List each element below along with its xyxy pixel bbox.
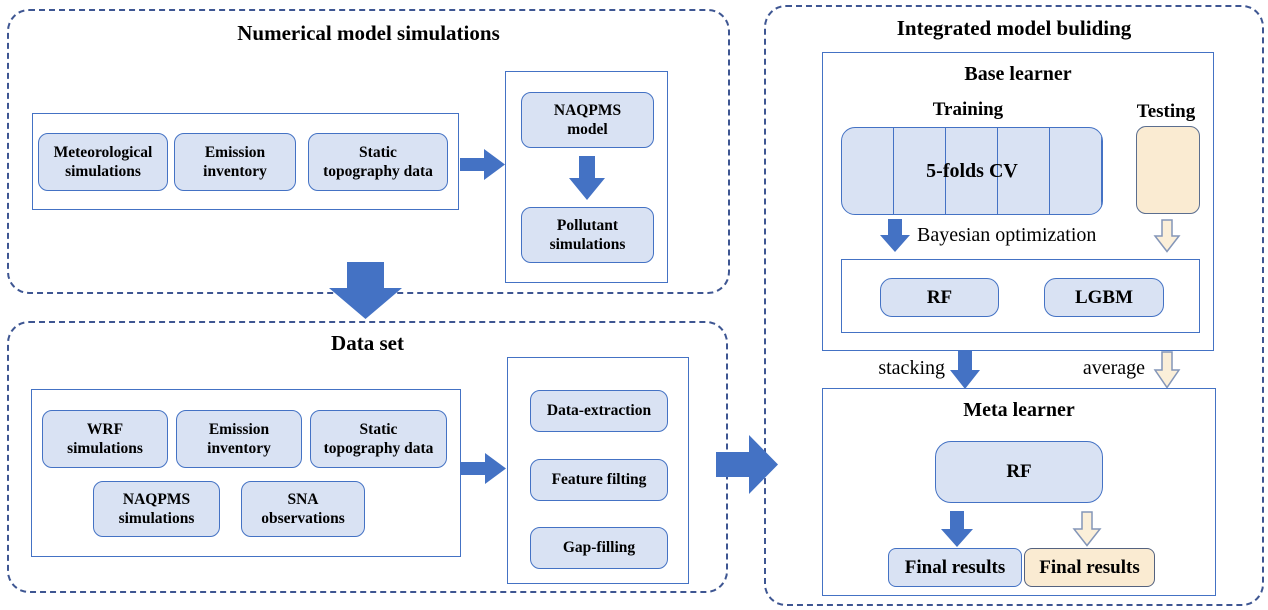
node-rf-meta: RF [935,441,1103,503]
node-naqpms-model: NAQPMS model [521,92,654,148]
cv-fold-cell [842,128,894,214]
numerical-inputs-box: Meteorological simulations Emission inve… [32,113,459,210]
stacking-label: stacking [878,356,945,379]
training-label: Training [932,99,1004,120]
five-folds-cv-label: 5-folds CV [926,159,1018,182]
arrow-right-icon [460,149,505,180]
node-feature-filting: Feature filting [530,459,668,501]
section-numerical-model-simulations: Numerical model simulations Meteorologic… [7,9,730,294]
node-sna-observations: SNA observations [241,481,365,537]
node-lgbm-base: LGBM [1044,278,1164,317]
node-gap-filling: Gap-filling [530,527,668,569]
node-rf-base: RF [880,278,999,317]
testing-label: Testing [1136,101,1196,122]
arrow-down-icon [950,351,980,389]
arrow-right-icon [461,453,506,484]
node-pollutant-simulations: Pollutant simulations [521,207,654,263]
node-final-results-average: Final results [1024,548,1155,587]
cv-fold-cell [1050,128,1102,214]
arrow-down-icon [941,511,973,547]
base-models-box: RF LGBM [841,259,1200,333]
arrow-down-outline-icon [1153,219,1181,253]
node-final-results-stacking: Final results [888,548,1022,587]
section-data-set: Data set WRF simulations Emission invent… [7,321,728,593]
section-title-dataset: Data set [331,331,404,355]
node-emission-inventory-2: Emission inventory [176,410,302,468]
node-emission-inventory: Emission inventory [174,133,296,191]
node-meteorological-simulations: Meteorological simulations [38,133,168,191]
five-folds-cv-box: 5-folds CV [841,127,1103,215]
arrow-right-big-icon [716,435,778,494]
naqpms-model-box: NAQPMS model Pollutant simulations [505,71,668,283]
arrow-down-outline-icon [1153,351,1181,389]
section-integrated-model-building: Integrated model buliding Base learner T… [764,5,1264,606]
node-static-topography-data-2: Static topography data [310,410,447,468]
bayesian-optimization-label: Bayesian optimization [917,223,1097,246]
testing-data-box [1136,126,1200,214]
dataset-inputs-box: WRF simulations Emission inventory Stati… [31,389,461,557]
node-wrf-simulations: WRF simulations [42,410,168,468]
meta-learner-box: Meta learner RF Final results Final resu… [822,388,1216,596]
section-title-numerical: Numerical model simulations [237,21,500,45]
cv-fold-cell [894,128,946,214]
data-processing-box: Data-extraction Feature filting Gap-fill… [507,357,689,584]
base-learner-title: Base learner [964,63,1072,85]
node-data-extraction: Data-extraction [530,390,668,432]
arrow-down-icon [569,156,605,200]
meta-learner-title: Meta learner [963,399,1075,421]
cv-fold-cell [946,128,998,214]
section-title-integrated: Integrated model buliding [896,16,1132,40]
arrow-down-icon [880,219,910,252]
node-static-topography-data: Static topography data [308,133,448,191]
cv-fold-cell [998,128,1050,214]
average-label: average [1082,356,1145,379]
arrow-down-big-icon [329,262,402,319]
node-naqpms-simulations: NAQPMS simulations [93,481,220,537]
arrow-down-outline-icon [1072,511,1102,547]
base-learner-box: Base learner Training Testing 5-folds CV… [822,52,1214,351]
